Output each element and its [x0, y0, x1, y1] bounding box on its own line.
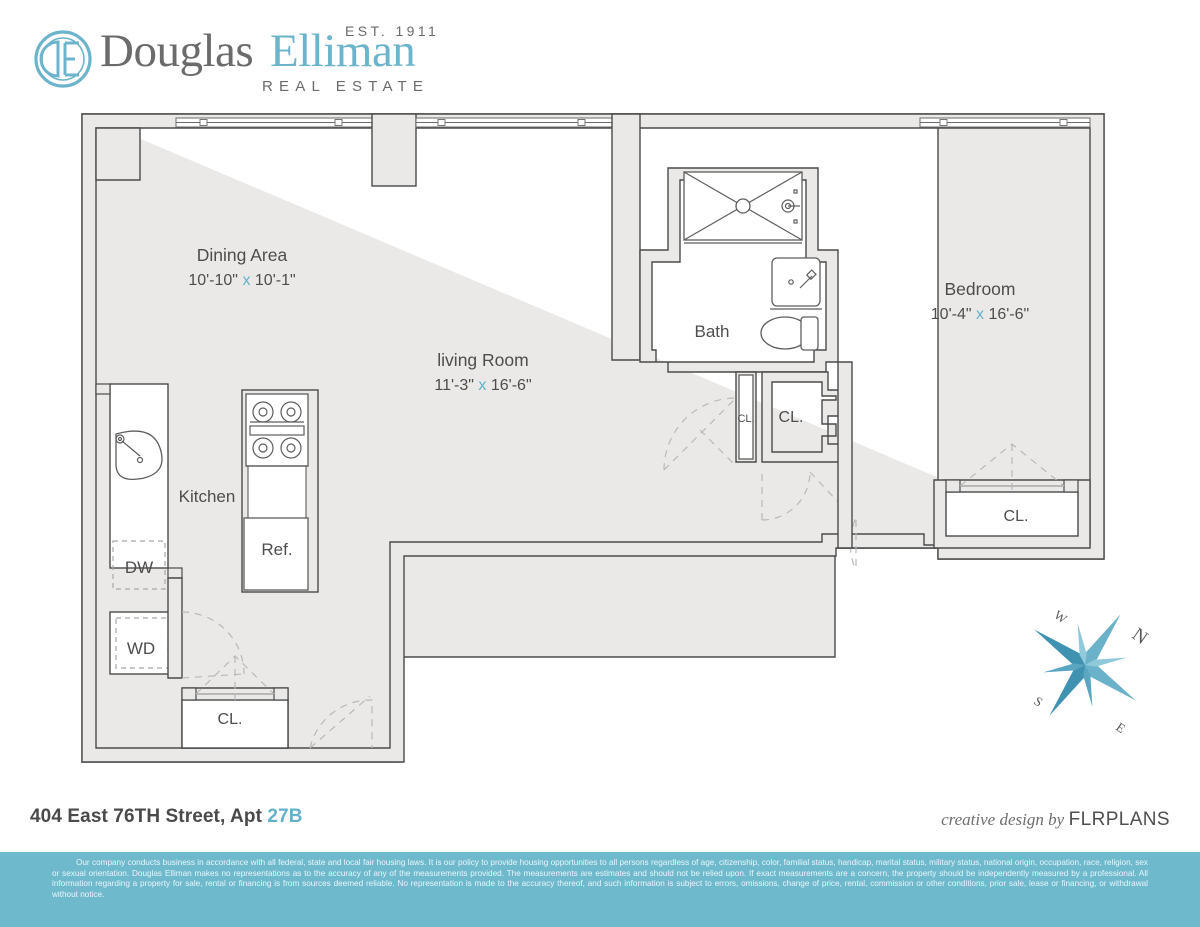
credit-company: FLRPLANS — [1068, 809, 1170, 830]
wall-notch-upper-left — [95, 127, 141, 181]
brand-wordmark: Douglas Elliman EST. 1911 REAL ESTATE — [100, 22, 440, 98]
brand-name-elliman: Elliman — [270, 25, 416, 77]
window-pier-1 — [371, 113, 417, 187]
room-dim-dining: 10'-10" x 10'-1" — [188, 272, 295, 289]
bathroom-sink-icon — [770, 257, 822, 310]
fair-housing-disclaimer: Our company conducts business in accorda… — [52, 858, 1148, 899]
room-label-kitchen: Kitchen — [179, 487, 236, 506]
address-apartment: 27B — [267, 806, 303, 827]
room-label-bedroom: Bedroom — [944, 279, 1015, 299]
compass-rose: N S E W — [1031, 607, 1152, 736]
window-living — [415, 117, 613, 128]
credit-prefix: creative design by — [941, 810, 1065, 829]
compass-label-east: E — [1113, 719, 1128, 736]
bathroom-group: Bath — [639, 167, 839, 373]
brand-tagline: REAL ESTATE — [262, 78, 430, 95]
room-label-living: living Room — [437, 350, 528, 370]
floorplan-drawing: .w { fill:#ebe9e7; stroke:#4a4a4a; strok… — [0, 100, 1200, 780]
compass-label-west: W — [1051, 607, 1070, 627]
window-bedroom — [919, 117, 1091, 128]
brand-logo: Douglas Elliman EST. 1911 REAL ESTATE — [34, 22, 436, 98]
refrigerator-icon: Ref. — [243, 517, 309, 591]
room-dim-living: 11'-3" x 16'-6" — [434, 377, 531, 394]
kitchen-sink-icon — [115, 430, 163, 481]
address-street: 404 East 76TH Street, Apt — [30, 806, 262, 827]
dishwasher-icon: DW — [112, 540, 166, 590]
douglas-elliman-monogram-icon — [34, 30, 92, 88]
bathtub-icon — [683, 171, 803, 244]
entry-closet-group: CL. — [181, 611, 373, 749]
property-address: 404 East 76TH Street, Apt 27B — [30, 806, 303, 828]
closet-label-entry: CL. — [218, 711, 243, 728]
stove-four-burner-icon — [245, 393, 309, 467]
compass-label-south: S — [1031, 693, 1046, 709]
appliance-label-wd: WD — [127, 639, 155, 658]
room-dim-bedroom: 10'-4" x 16'-6" — [931, 306, 1029, 323]
closet-group-hall: CL. CL. — [663, 371, 857, 569]
closet-label-bedroom: CL. — [1004, 508, 1029, 525]
window-band-group — [175, 113, 1091, 187]
bedroom-closet-group: CL. — [933, 443, 1091, 549]
appliance-label-dw: DW — [125, 558, 153, 577]
wall-bedroom-hall — [837, 361, 853, 549]
appliance-label-ref: Ref. — [261, 540, 292, 559]
room-label-dining: Dining Area — [197, 245, 288, 265]
room-labels: Dining Area 10'-10" x 10'-1" living Room… — [188, 245, 1029, 394]
address-row: 404 East 76TH Street, Apt 27B creative d… — [0, 806, 1200, 848]
closet-label-bedroom-hall: CL. — [779, 409, 804, 426]
closet-label-bath-hall: CL. — [737, 413, 754, 425]
kitchen-group: DW WD — [95, 383, 319, 679]
design-credit: creative design by FLRPLANS — [941, 809, 1170, 831]
legal-footer: Our company conducts business in accorda… — [0, 852, 1200, 927]
brand-name-douglas: Douglas — [100, 25, 254, 77]
exterior-walls — [81, 113, 1105, 763]
window-dining — [175, 117, 373, 128]
brand-established: EST. 1911 — [345, 23, 440, 39]
toilet-icon — [760, 316, 819, 351]
room-label-bath: Bath — [695, 322, 730, 341]
compass-label-north: N — [1128, 624, 1152, 649]
